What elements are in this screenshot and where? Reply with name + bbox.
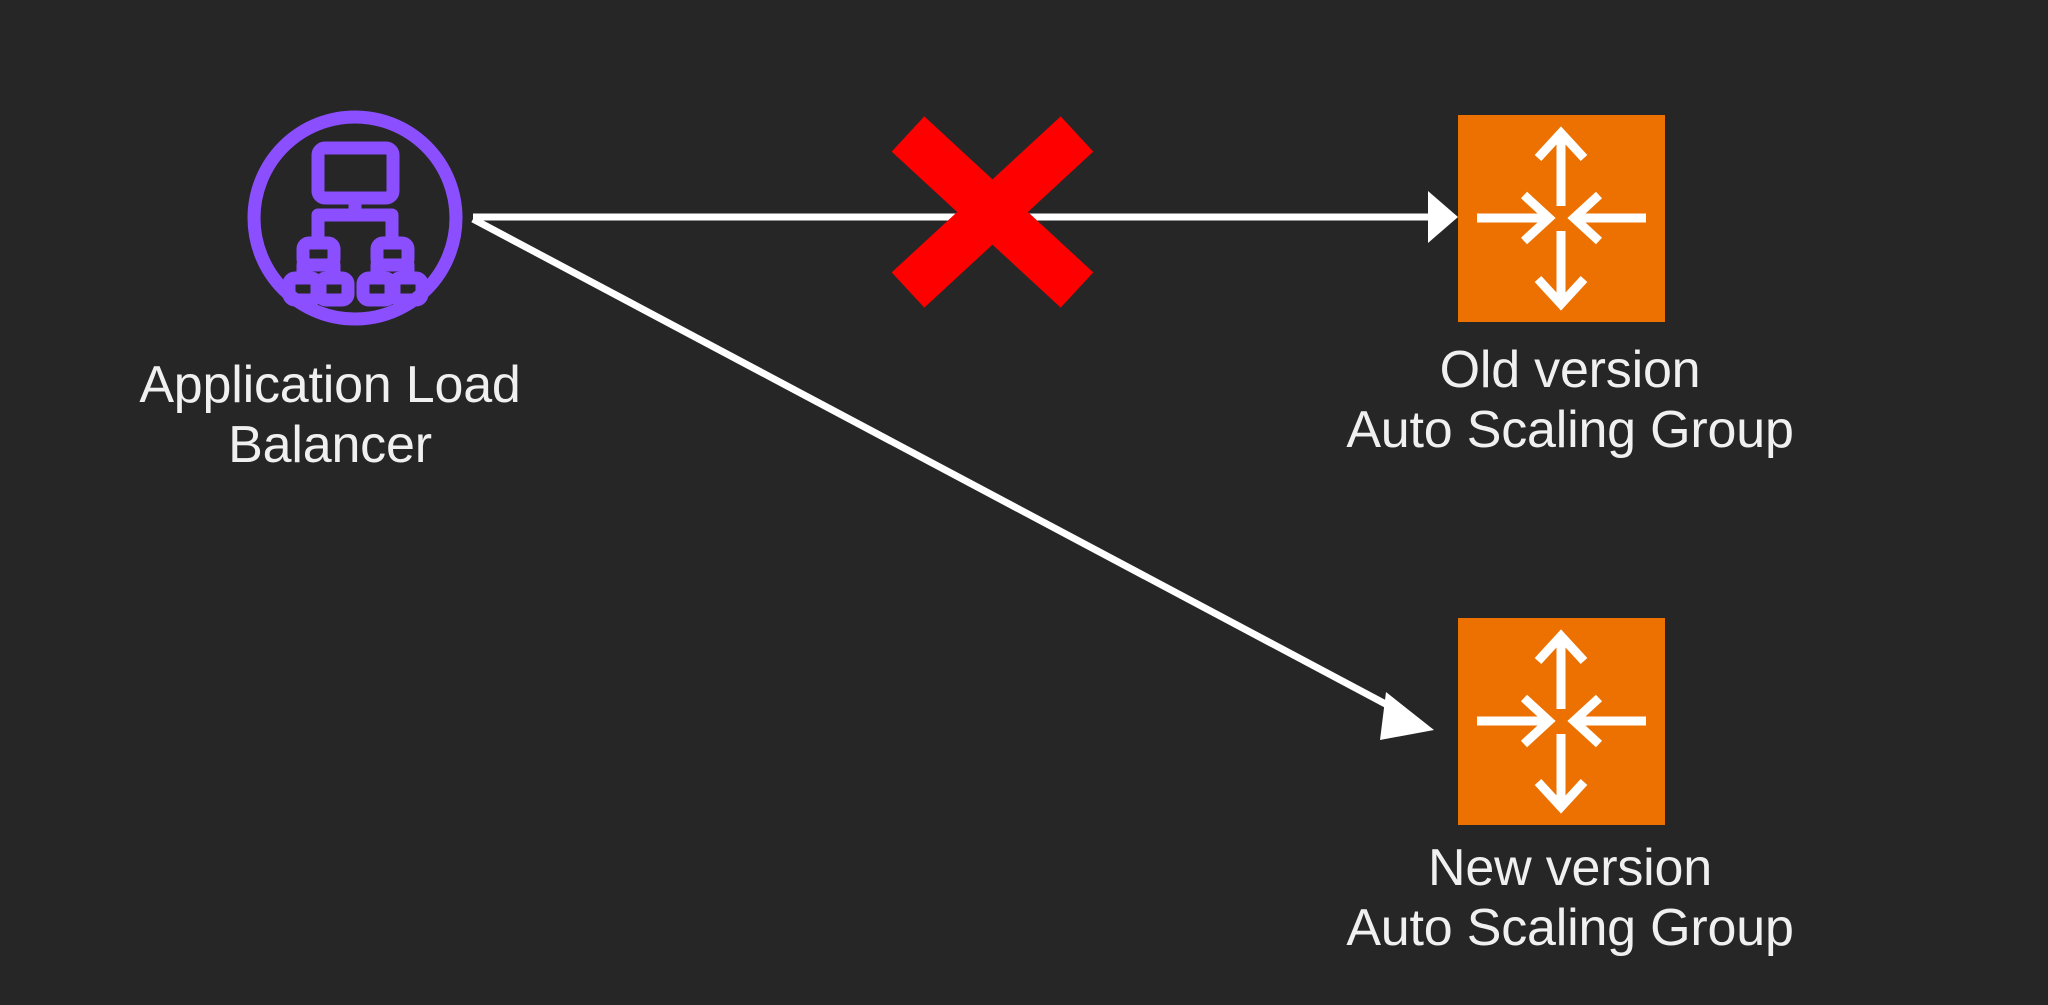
alb-icon-root-node [311,141,400,205]
arrowhead-old [1428,191,1458,243]
new-asg-label: New version Auto Scaling Group [1346,839,1794,958]
new-asg-arrow-up-head [1534,629,1588,665]
alb-icon-leaf-4 [387,271,429,307]
alb-icon-hierarchy [282,141,429,307]
alb-icon-leaf-3 [356,271,398,307]
alb-icon-circle [247,110,463,326]
new-asg-arrow-down-head [1534,778,1588,814]
alb-icon-bus [311,208,399,250]
old-asg-label: Old version Auto Scaling Group [1346,341,1794,460]
application-load-balancer-icon [247,110,463,326]
new-asg-arrow-left-head [1567,694,1603,748]
new-asg-arrow-right-head [1520,694,1556,748]
red-x-icon [891,116,1094,308]
alb-icon-leaf-2 [313,271,355,307]
new-asg-icon-arrows [1477,629,1646,814]
old-asg-arrow-left-head [1567,191,1603,245]
alb-label: Application Load Balancer [139,356,521,475]
old-asg-arrow-right-head [1520,191,1556,245]
connector-alb-to-new-asg [471,215,1434,740]
old-asg-arrow-down-head [1534,275,1588,311]
old-asg-icon-arrows [1477,126,1646,311]
connector-line-new [471,215,1412,721]
old-asg-arrow-up-head [1534,126,1588,162]
alb-icon-leaf-1 [282,271,324,307]
arrowhead-new [1380,692,1434,740]
auto-scaling-group-icon-new [1458,618,1665,825]
red-x-stroke-2 [891,116,1094,308]
auto-scaling-group-icon-old [1458,115,1665,322]
connector-alb-to-old-asg [473,191,1458,243]
